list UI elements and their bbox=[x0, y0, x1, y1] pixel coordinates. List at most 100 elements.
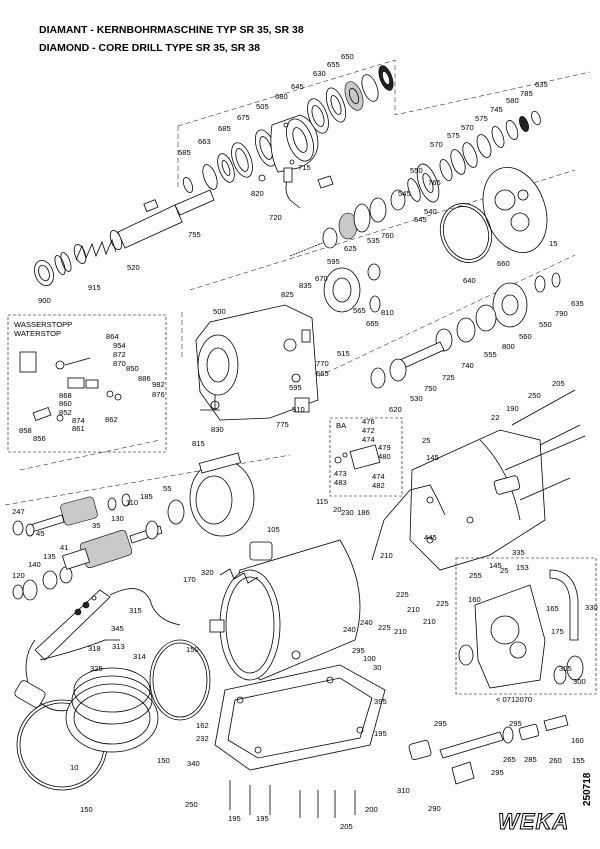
svg-text:665: 665 bbox=[316, 369, 329, 378]
svg-text:886: 886 bbox=[138, 374, 151, 383]
svg-text:500: 500 bbox=[213, 307, 226, 316]
svg-text:640: 640 bbox=[463, 276, 476, 285]
water-connector bbox=[408, 714, 569, 785]
svg-text:210: 210 bbox=[423, 617, 436, 626]
svg-text:852: 852 bbox=[59, 408, 72, 417]
svg-text:675: 675 bbox=[237, 113, 250, 122]
svg-text:560: 560 bbox=[519, 332, 532, 341]
svg-text:472: 472 bbox=[362, 426, 375, 435]
svg-text:630: 630 bbox=[313, 69, 326, 78]
lower-gear-train bbox=[370, 272, 561, 389]
svg-text:290: 290 bbox=[428, 804, 441, 813]
svg-text:820: 820 bbox=[251, 189, 264, 198]
svg-text:510: 510 bbox=[292, 405, 305, 414]
svg-text:575: 575 bbox=[447, 131, 460, 140]
svg-text:150: 150 bbox=[80, 805, 93, 814]
svg-text:20: 20 bbox=[333, 505, 341, 514]
svg-text:130: 130 bbox=[111, 514, 124, 523]
svg-text:785: 785 bbox=[520, 89, 533, 98]
svg-text:250: 250 bbox=[528, 391, 541, 400]
cable-guide bbox=[371, 484, 446, 561]
mid-gear-train bbox=[289, 189, 406, 313]
svg-text:232: 232 bbox=[196, 734, 209, 743]
svg-text:175: 175 bbox=[551, 627, 564, 636]
svg-text:555: 555 bbox=[484, 350, 497, 359]
svg-text:30: 30 bbox=[373, 663, 381, 672]
drill-ring-assembly bbox=[16, 639, 211, 791]
svg-text:320: 320 bbox=[201, 568, 214, 577]
lower-right-inset bbox=[455, 557, 597, 695]
svg-text:22: 22 bbox=[491, 413, 499, 422]
svg-text:474: 474 bbox=[372, 472, 385, 481]
svg-text:295: 295 bbox=[509, 719, 522, 728]
svg-text:645: 645 bbox=[291, 82, 304, 91]
svg-text:545: 545 bbox=[398, 189, 411, 198]
svg-text:170: 170 bbox=[183, 575, 196, 584]
svg-text:530: 530 bbox=[410, 394, 423, 403]
svg-text:740: 740 bbox=[461, 361, 474, 370]
drawing-number: 250718 bbox=[582, 772, 593, 806]
svg-text:585: 585 bbox=[178, 148, 191, 157]
svg-text:954: 954 bbox=[113, 341, 126, 350]
svg-text:185: 185 bbox=[140, 492, 153, 501]
svg-text:595: 595 bbox=[327, 257, 340, 266]
svg-text:825: 825 bbox=[281, 290, 294, 299]
svg-text:110: 110 bbox=[126, 498, 138, 507]
waterstop-label-de: WASSERSTOPP bbox=[14, 320, 72, 329]
svg-text:318: 318 bbox=[88, 644, 101, 653]
svg-text:755: 755 bbox=[188, 230, 201, 239]
power-cable bbox=[14, 639, 120, 712]
svg-text:335: 335 bbox=[512, 548, 525, 557]
svg-text:670: 670 bbox=[315, 274, 328, 283]
svg-text:120: 120 bbox=[12, 571, 25, 580]
svg-text:815: 815 bbox=[192, 439, 205, 448]
svg-text:240: 240 bbox=[360, 618, 373, 627]
svg-text:715: 715 bbox=[298, 163, 311, 172]
svg-text:295: 295 bbox=[491, 768, 504, 777]
svg-text:195: 195 bbox=[228, 814, 241, 823]
svg-text:635: 635 bbox=[535, 80, 548, 89]
waterstop-inset bbox=[7, 314, 167, 453]
svg-text:105: 105 bbox=[267, 525, 280, 534]
svg-text:295: 295 bbox=[434, 719, 447, 728]
svg-text:225: 225 bbox=[396, 590, 409, 599]
svg-text:153: 153 bbox=[516, 563, 529, 572]
svg-text:10: 10 bbox=[70, 763, 78, 772]
svg-text:210: 210 bbox=[394, 627, 407, 636]
svg-text:595: 595 bbox=[289, 383, 302, 392]
svg-text:295: 295 bbox=[352, 646, 365, 655]
svg-text:550: 550 bbox=[410, 166, 423, 175]
svg-text:145: 145 bbox=[426, 453, 439, 462]
svg-text:205: 205 bbox=[340, 822, 353, 831]
svg-text:625: 625 bbox=[344, 244, 357, 253]
svg-text:150: 150 bbox=[186, 645, 199, 654]
svg-text:165: 165 bbox=[546, 604, 559, 613]
svg-text:575: 575 bbox=[475, 114, 488, 123]
base-plate bbox=[214, 664, 386, 818]
svg-text:868: 868 bbox=[59, 391, 72, 400]
svg-text:660: 660 bbox=[497, 259, 510, 268]
svg-text:505: 505 bbox=[256, 102, 269, 111]
svg-text:858: 858 bbox=[19, 426, 32, 435]
svg-text:115: 115 bbox=[316, 497, 328, 506]
main-cylinder bbox=[209, 539, 361, 681]
svg-text:864: 864 bbox=[106, 332, 119, 341]
svg-text:330: 330 bbox=[585, 603, 598, 612]
svg-text:155: 155 bbox=[572, 756, 585, 765]
svg-text:160: 160 bbox=[468, 595, 481, 604]
waterstop-label-en: WATERSTOP bbox=[14, 329, 61, 338]
svg-text:870: 870 bbox=[113, 359, 126, 368]
svg-text:550: 550 bbox=[539, 320, 552, 329]
svg-text:765: 765 bbox=[428, 178, 441, 187]
svg-text:856: 856 bbox=[33, 434, 46, 443]
svg-text:285: 285 bbox=[524, 755, 537, 764]
svg-text:445: 445 bbox=[424, 533, 437, 542]
svg-text:100: 100 bbox=[363, 654, 376, 663]
svg-text:665: 665 bbox=[366, 319, 379, 328]
svg-text:680: 680 bbox=[275, 92, 288, 101]
svg-text:45: 45 bbox=[36, 529, 44, 538]
svg-text:325: 325 bbox=[90, 664, 103, 673]
svg-text:790: 790 bbox=[555, 309, 568, 318]
svg-text:620: 620 bbox=[389, 405, 402, 414]
